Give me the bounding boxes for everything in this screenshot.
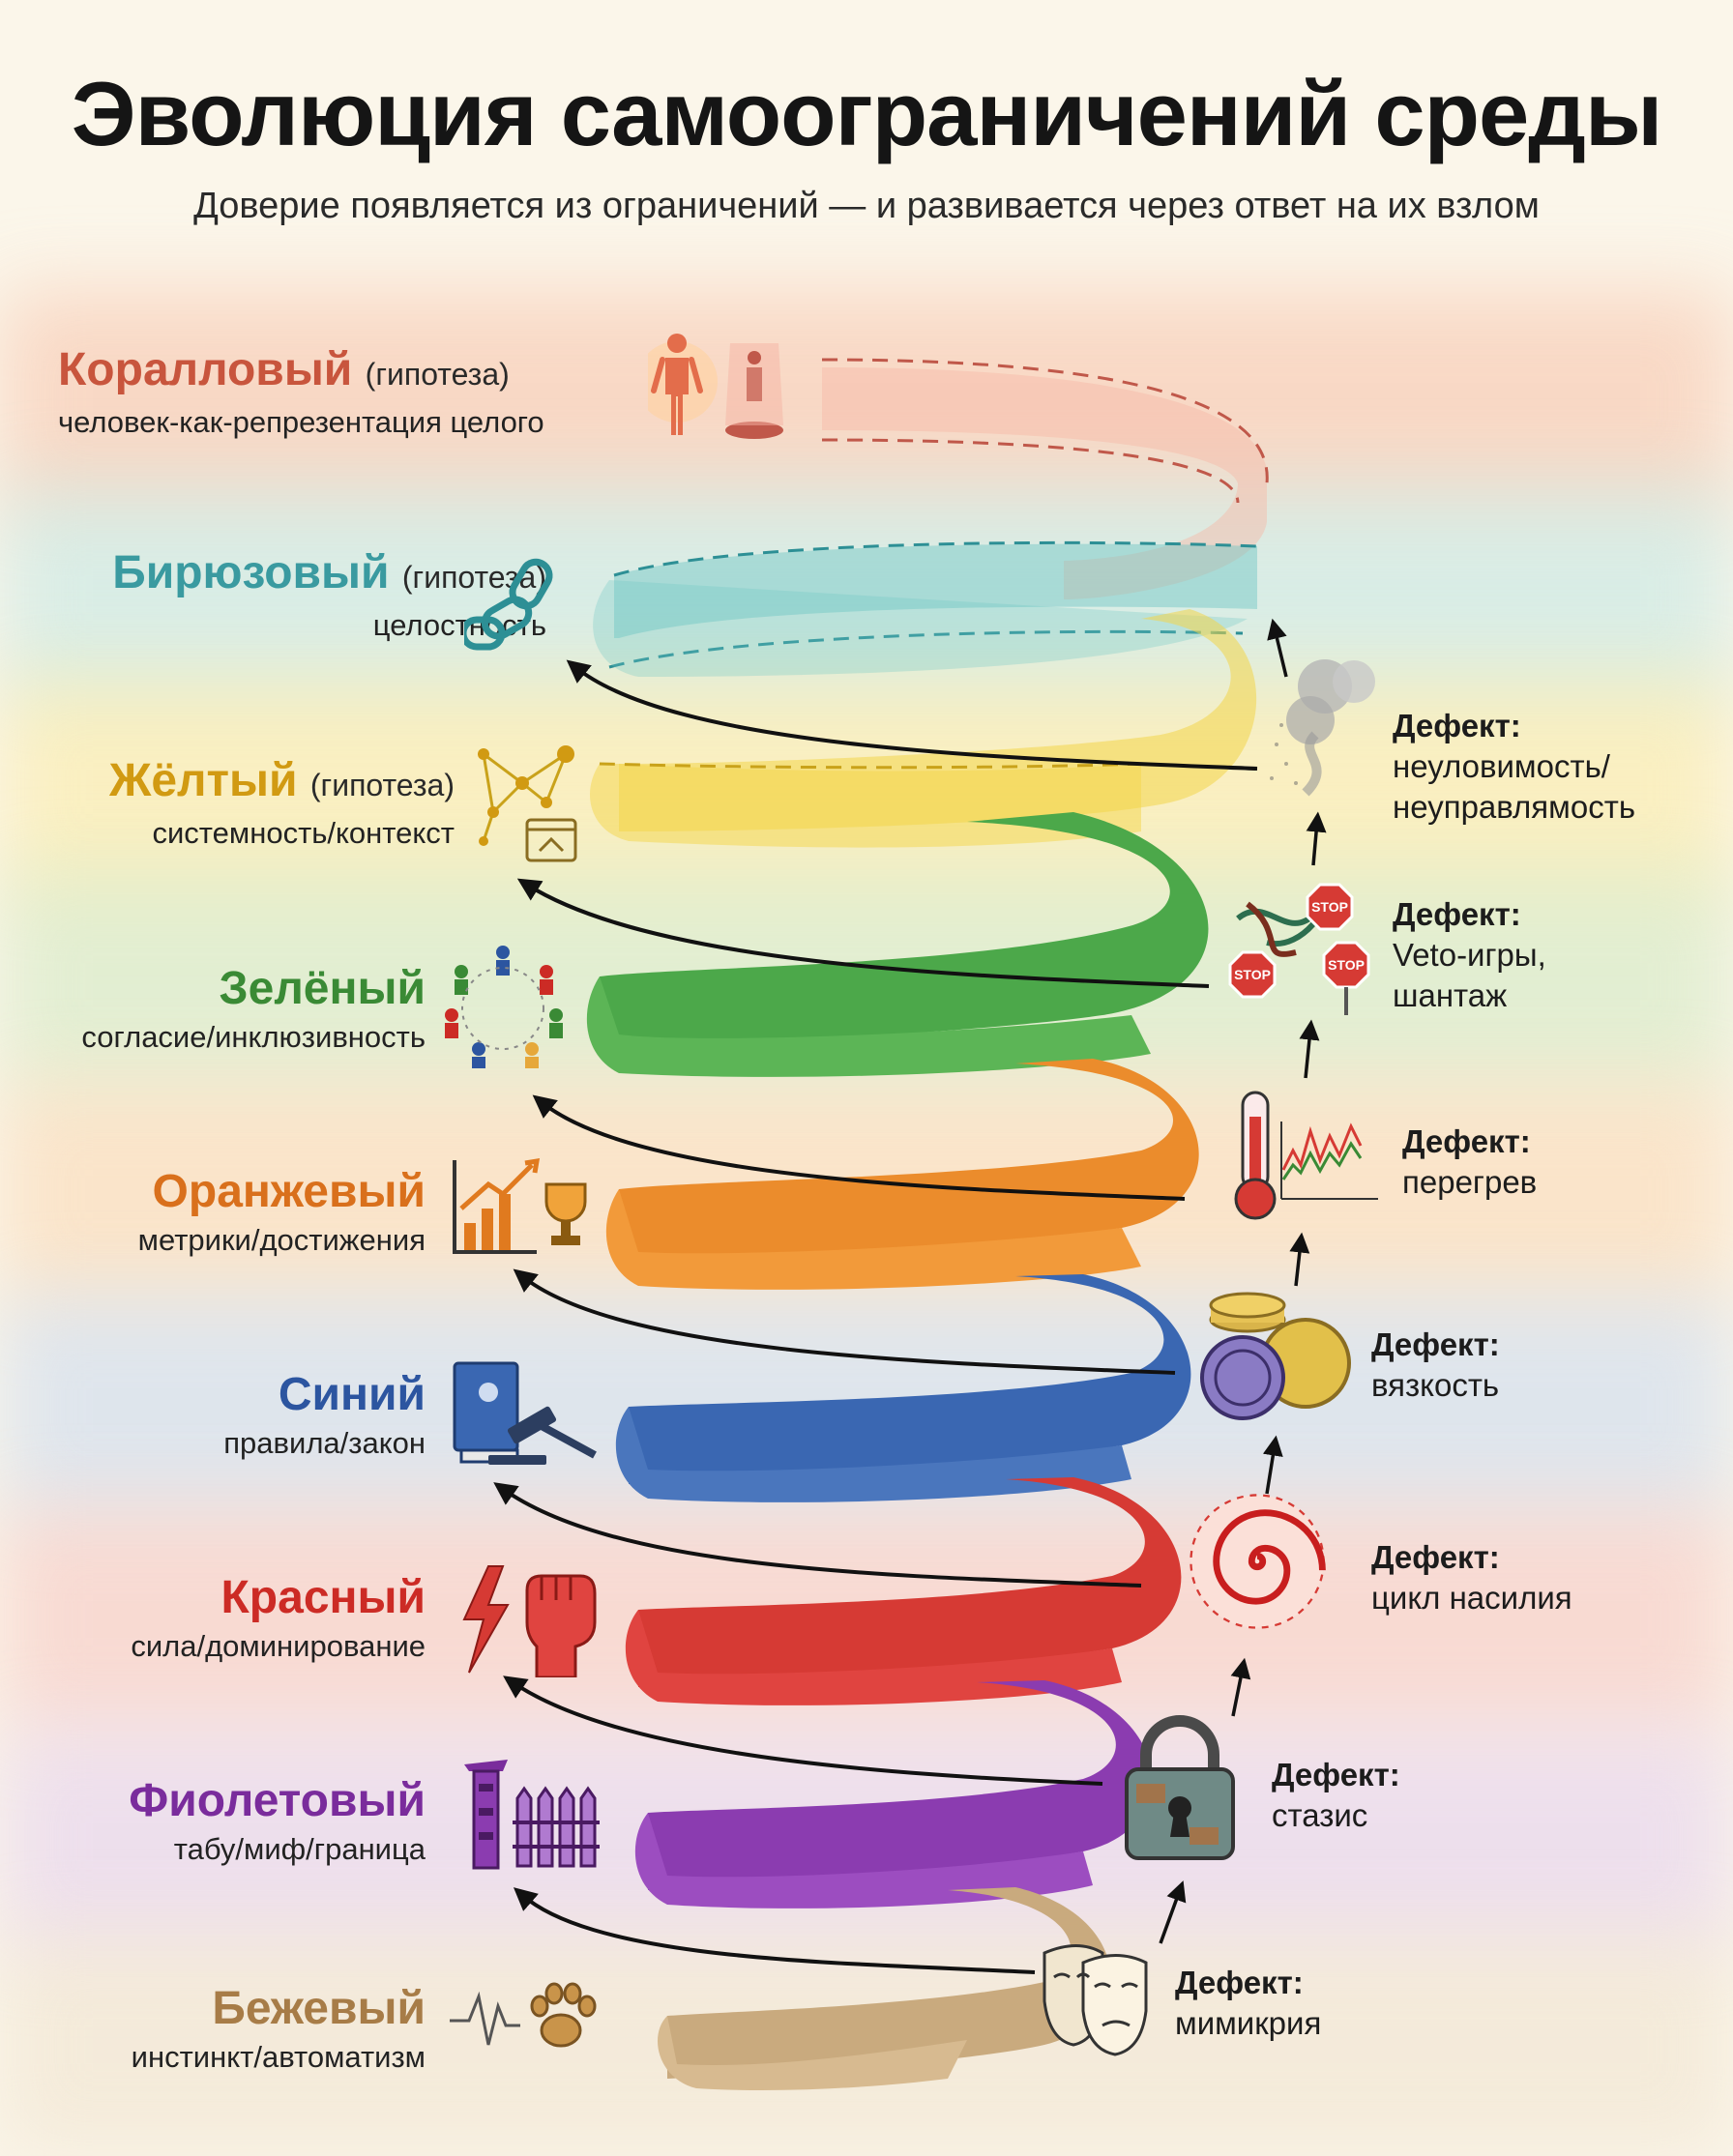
level-desc: системность/контекст bbox=[152, 816, 455, 850]
level-name: Синий bbox=[278, 1369, 426, 1420]
level-desc: табу/миф/граница bbox=[173, 1832, 426, 1866]
growth-chart-trophy-icon bbox=[453, 1157, 587, 1254]
defect-text: мимикрия bbox=[1175, 2005, 1322, 2041]
smoke-cloud-icon bbox=[1270, 659, 1375, 797]
defect-label: Дефект: bbox=[1393, 896, 1521, 932]
thermometer-chart-icon bbox=[1234, 1091, 1378, 1220]
defect-text: Veto-игры, bbox=[1393, 937, 1546, 973]
seal-stamps-icon bbox=[1200, 1292, 1351, 1420]
defect-elusiveness: Дефект: неуловимость/ неуправлямость bbox=[1393, 706, 1635, 828]
level-beige: Бежевый инстинкт/автоматизм bbox=[29, 1982, 426, 2079]
level-desc: инстинкт/автоматизм bbox=[131, 2040, 426, 2074]
level-name: Красный bbox=[220, 1572, 426, 1623]
stop-signs-knot-icon: STOP STOP STOP bbox=[1228, 883, 1370, 1015]
level-name: Коралловый bbox=[58, 344, 353, 395]
human-figure-icon bbox=[648, 334, 783, 439]
level-desc: правила/закон bbox=[223, 1426, 426, 1460]
defect-text: вязкость bbox=[1371, 1367, 1500, 1403]
level-name: Бежевый bbox=[212, 1983, 426, 2034]
defect-violence-cycle: Дефект: цикл насилия bbox=[1371, 1537, 1572, 1618]
level-name: Фиолетовый bbox=[129, 1775, 426, 1826]
level-turquoise: Бирюзовый (гипотеза) целостность bbox=[58, 546, 546, 647]
defect-label: Дефект: bbox=[1272, 1757, 1400, 1792]
defect-label: Дефект: bbox=[1371, 1326, 1500, 1362]
defect-text: шантаж bbox=[1393, 977, 1508, 1013]
stop-sign-text: STOP bbox=[1328, 957, 1365, 973]
level-desc: сила/доминирование bbox=[131, 1629, 426, 1663]
chain-link-icon bbox=[464, 558, 553, 651]
level-note: (гипотеза) bbox=[309, 768, 455, 802]
stop-sign-text: STOP bbox=[1234, 967, 1271, 982]
level-green: Зелёный согласие/инклюзивность bbox=[29, 962, 426, 1059]
defect-text: цикл насилия bbox=[1371, 1580, 1572, 1616]
defect-text: неуловимость/ bbox=[1393, 748, 1610, 784]
spiral-vortex-icon bbox=[1190, 1494, 1326, 1629]
defect-stasis: Дефект: стазис bbox=[1272, 1755, 1400, 1836]
defect-label: Дефект: bbox=[1175, 1965, 1304, 2000]
defect-viscosity: Дефект: вязкость bbox=[1371, 1325, 1500, 1406]
level-note: (гипотеза) bbox=[365, 357, 510, 392]
level-name: Жёлтый bbox=[108, 755, 298, 806]
level-name: Оранжевый bbox=[152, 1166, 426, 1217]
page-subtitle: Доверие появляется из ограничений — и ра… bbox=[193, 186, 1540, 226]
level-orange: Оранжевый метрики/достижения bbox=[29, 1165, 426, 1262]
network-icon bbox=[478, 745, 577, 862]
level-yellow: Жёлтый (гипотеза) системность/контекст bbox=[58, 754, 455, 855]
defect-label: Дефект: bbox=[1402, 1123, 1531, 1159]
spiral-ribbon bbox=[586, 358, 1269, 2090]
level-red: Красный сила/доминирование bbox=[29, 1571, 426, 1668]
heartbeat-paw-icon bbox=[450, 1982, 597, 2048]
level-name: Бирюзовый bbox=[112, 547, 390, 598]
level-blue: Синий правила/закон bbox=[29, 1368, 426, 1465]
law-book-gavel-icon bbox=[453, 1361, 597, 1465]
defect-overheating: Дефект: перегрев bbox=[1402, 1122, 1537, 1203]
level-coral: Коралловый (гипотеза) человек-как-репрез… bbox=[58, 343, 643, 444]
people-circle-icon bbox=[445, 946, 563, 1068]
defect-text: перегрев bbox=[1402, 1164, 1538, 1200]
level-desc: метрики/достижения bbox=[137, 1223, 426, 1257]
stop-sign-text: STOP bbox=[1311, 899, 1348, 915]
rusty-padlock-icon bbox=[1125, 1715, 1235, 1860]
totem-fence-icon bbox=[464, 1760, 600, 1870]
masks-icon bbox=[1043, 1944, 1148, 2056]
lightning-fist-icon bbox=[462, 1565, 597, 1677]
level-desc: человек-как-репрезентация целого bbox=[58, 405, 544, 439]
defect-veto-games: Дефект: Veto-игры, шантаж bbox=[1393, 894, 1546, 1016]
level-desc: согласие/инклюзивность bbox=[81, 1020, 426, 1054]
defect-text: стазис bbox=[1272, 1797, 1368, 1833]
level-name: Зелёный bbox=[219, 963, 426, 1014]
defect-arrows bbox=[493, 659, 1258, 1974]
page-title: Эволюция самоограничений среды bbox=[71, 63, 1663, 164]
defect-label: Дефект: bbox=[1393, 708, 1521, 743]
defect-text: неуправлямость bbox=[1393, 789, 1636, 825]
level-violet: Фиолетовый табу/миф/граница bbox=[29, 1774, 426, 1871]
defect-mimicry: Дефект: мимикрия bbox=[1175, 1963, 1321, 2044]
progression-arrows bbox=[1159, 618, 1327, 1944]
defect-label: Дефект: bbox=[1371, 1539, 1500, 1575]
